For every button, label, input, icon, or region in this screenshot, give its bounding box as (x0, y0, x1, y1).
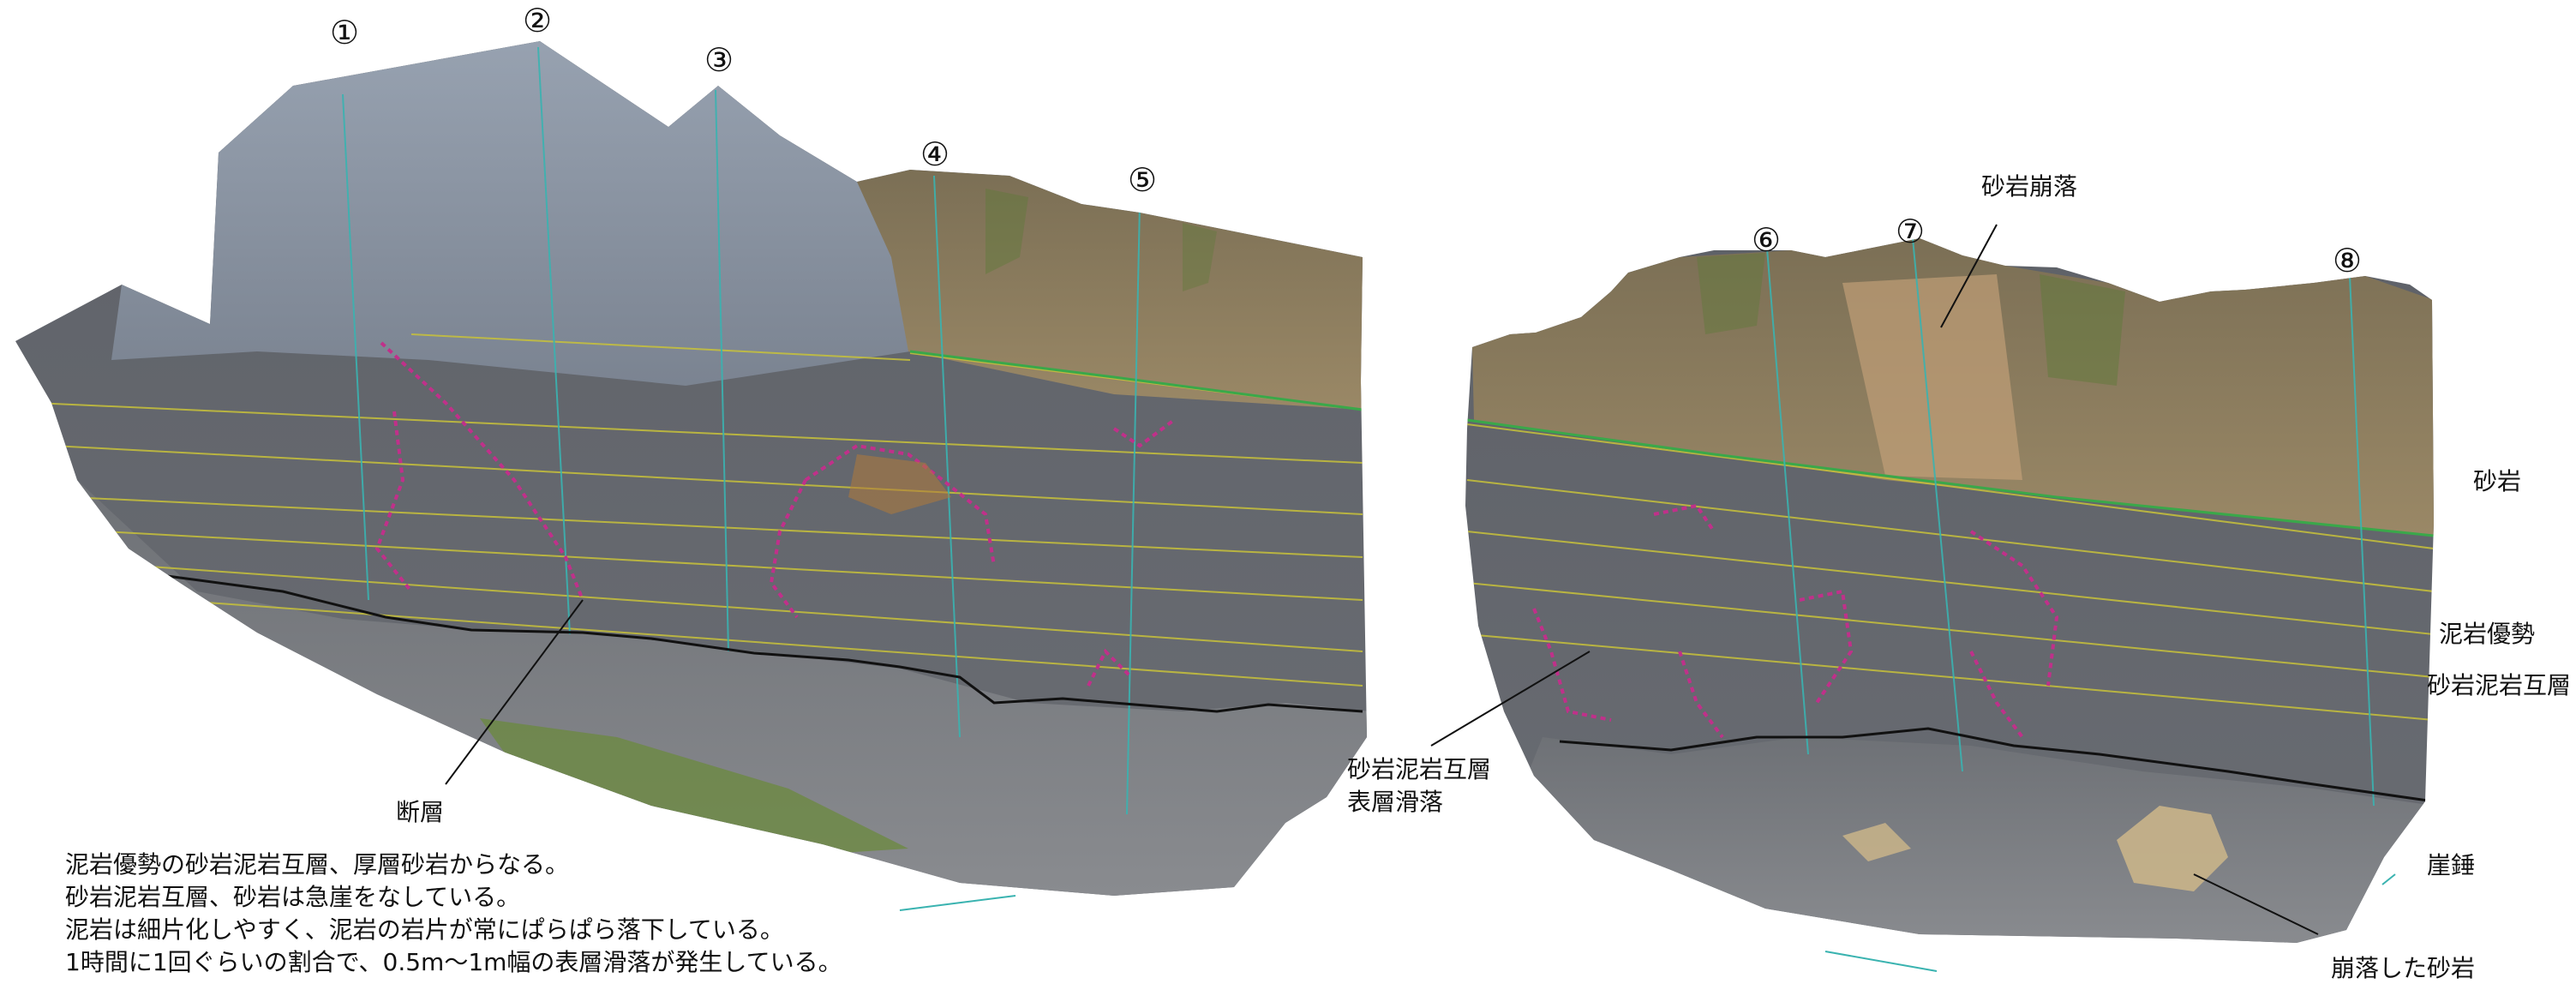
leader-lines (445, 224, 2319, 935)
description-line: 1時間に1回ぐらいの割合で、0.5m～1m幅の表層滑落が発生している。 (65, 948, 842, 976)
description-line: 泥岩は細片化しやすく、泥岩の岩片が常にぱらぱら落下している。 (65, 915, 784, 944)
survey-tick-marks (899, 873, 2396, 972)
section-marker-7: ⑦ (1896, 213, 1926, 250)
surface-slide-label-line2: 表層滑落 (1347, 788, 1444, 816)
section-marker-4: ④ (920, 135, 950, 173)
collapsed-sandstone-label: 崩落した砂岩 (2331, 954, 2476, 982)
section-marker-3: ③ (704, 41, 734, 79)
left-cliff-photo (15, 41, 1367, 896)
section-marker-6: ⑥ (1752, 221, 1782, 259)
surface-slide-label-line1: 砂岩泥岩互層 (1347, 755, 1492, 783)
section-marker-5: ⑤ (1128, 161, 1158, 199)
sandstone-collapse-label: 砂岩崩落 (1981, 172, 2078, 201)
fault-leader-line (445, 599, 584, 785)
strata-sandstone-label: 砂岩 (2473, 467, 2522, 495)
collapsed-sandstone-leader-line (2193, 873, 2319, 935)
strata-mudstone-dominant-label: 泥岩優勢 (2439, 620, 2536, 648)
right-cliff-photo (1465, 238, 2434, 943)
surface-slide-leader-line (1430, 651, 1591, 747)
fault-label: 断層 (396, 798, 445, 826)
description-line: 砂岩泥岩互層、砂岩は急崖をなしている。 (65, 883, 521, 911)
strata-alternating-layers-label: 砂岩泥岩互層 (2427, 671, 2572, 699)
description-line: 泥岩優勢の砂岩泥岩互層、厚層砂岩からなる。 (65, 850, 570, 879)
section-marker-8: ⑧ (2333, 242, 2363, 279)
sandstone-collapse-leader-line (1940, 224, 1998, 328)
description-block: 泥岩優勢の砂岩泥岩互層、厚層砂岩からなる。 砂岩泥岩互層、砂岩は急崖をなしている… (65, 849, 842, 979)
section-marker-2: ② (523, 2, 553, 39)
section-marker-1: ① (330, 14, 360, 51)
strata-talus-label: 崖錘 (2427, 851, 2476, 879)
